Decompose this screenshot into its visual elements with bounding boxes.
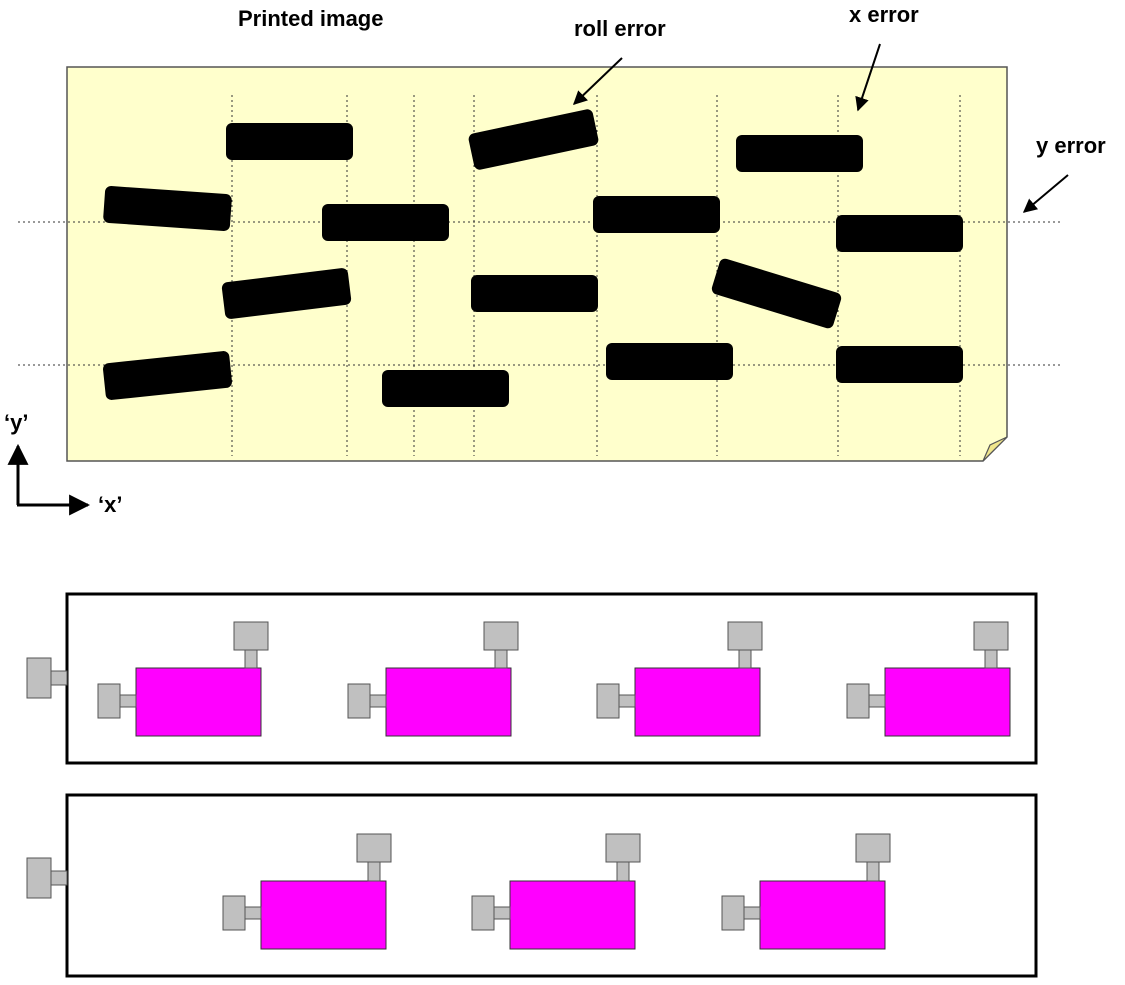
printed-mark [382, 370, 509, 407]
printhead-x-actuator [596, 683, 620, 719]
bar-actuator [26, 857, 68, 899]
printed-mark [606, 343, 733, 380]
printed-mark [103, 351, 232, 400]
printhead-y-actuator [605, 833, 641, 863]
printhead-unit [222, 833, 392, 950]
printhead [260, 880, 387, 950]
printhead-y-actuator [973, 621, 1009, 651]
printed-mark [711, 258, 842, 329]
printhead [634, 667, 761, 737]
printhead-unit [721, 833, 891, 950]
lower-printhead-bar [26, 793, 1038, 978]
x-error-arrow [855, 43, 881, 112]
y-error-arrow [1022, 174, 1069, 213]
upper-printhead-bar [26, 592, 1038, 765]
roll-error-arrow [572, 57, 623, 105]
printed-mark [468, 109, 599, 170]
printhead-x-actuator [721, 895, 745, 931]
printed-image-label: Printed image [238, 6, 383, 31]
axis-x-label: ‘x’ [98, 492, 122, 517]
printed-mark [836, 346, 963, 383]
x-error-label: x error [849, 2, 919, 27]
printhead-unit [347, 621, 519, 737]
horizontal-grid-lines [18, 221, 1060, 366]
printed-mark [593, 196, 720, 233]
printed-mark [226, 123, 353, 160]
printhead-x-actuator [347, 683, 371, 719]
printed-mark [322, 204, 449, 241]
sheet-curled-corner [982, 436, 1008, 462]
printed-mark [836, 215, 963, 252]
printhead-y-actuator [727, 621, 763, 651]
printhead [385, 667, 512, 737]
printhead [135, 667, 262, 737]
printhead-unit [471, 833, 641, 950]
printhead-y-actuator [855, 833, 891, 863]
printhead-unit [97, 621, 269, 737]
printed-mark [736, 135, 863, 172]
printhead-unit [846, 621, 1011, 737]
bar-actuator [26, 657, 68, 699]
printhead-x-actuator [97, 683, 121, 719]
axis-indicator: ‘y’ ‘x’ [4, 410, 122, 517]
y-error-label: y error [1036, 133, 1106, 158]
roll-error-label: roll error [574, 16, 666, 41]
printhead-y-actuator [483, 621, 519, 651]
printhead-y-actuator [356, 833, 392, 863]
printed-image-sheet [18, 66, 1060, 462]
printhead [884, 667, 1011, 737]
printed-mark [221, 268, 352, 319]
printed-marks [103, 109, 963, 407]
axis-y-label: ‘y’ [4, 410, 28, 435]
printhead [509, 880, 636, 950]
printhead-x-actuator [222, 895, 246, 931]
printed-mark [471, 275, 598, 312]
printhead-unit [596, 621, 763, 737]
printhead [759, 880, 886, 950]
printhead-y-actuator [233, 621, 269, 651]
printhead-x-actuator [471, 895, 495, 931]
printhead-x-actuator [846, 683, 870, 719]
printed-mark [103, 186, 232, 231]
